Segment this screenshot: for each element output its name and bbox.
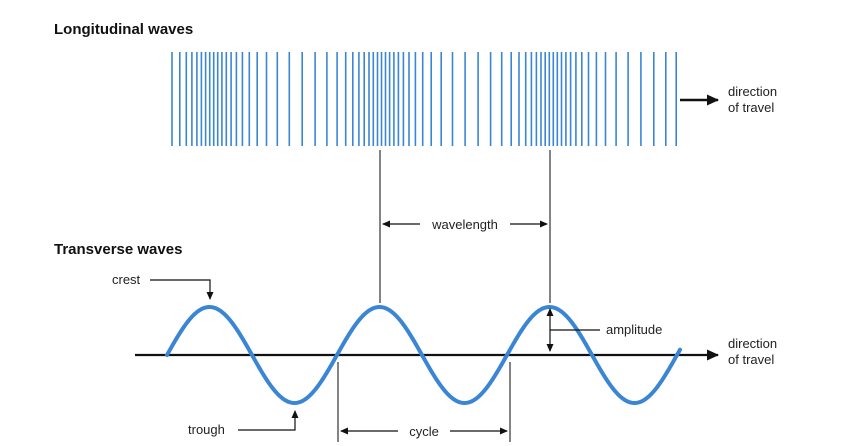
direction-bottom-label-line2: of travel [728, 352, 774, 367]
crest-arrow [150, 279, 214, 300]
amplitude-label: amplitude [606, 322, 662, 337]
wavelength-label: wavelength [431, 217, 498, 232]
cycle-label: cycle [409, 424, 439, 439]
longitudinal-compression-lines [171, 52, 678, 146]
direction-top-label-line1: direction [728, 84, 777, 99]
direction-top-label-line2: of travel [728, 100, 774, 115]
longitudinal-heading: Longitudinal waves [54, 21, 193, 38]
trough-label: trough [188, 422, 225, 437]
transverse-wave [165, 305, 682, 405]
transverse-heading: Transverse waves [54, 241, 182, 258]
direction-bottom-label-line1: direction [728, 336, 777, 351]
crest-label: crest [112, 272, 141, 287]
trough-arrow [238, 410, 299, 431]
